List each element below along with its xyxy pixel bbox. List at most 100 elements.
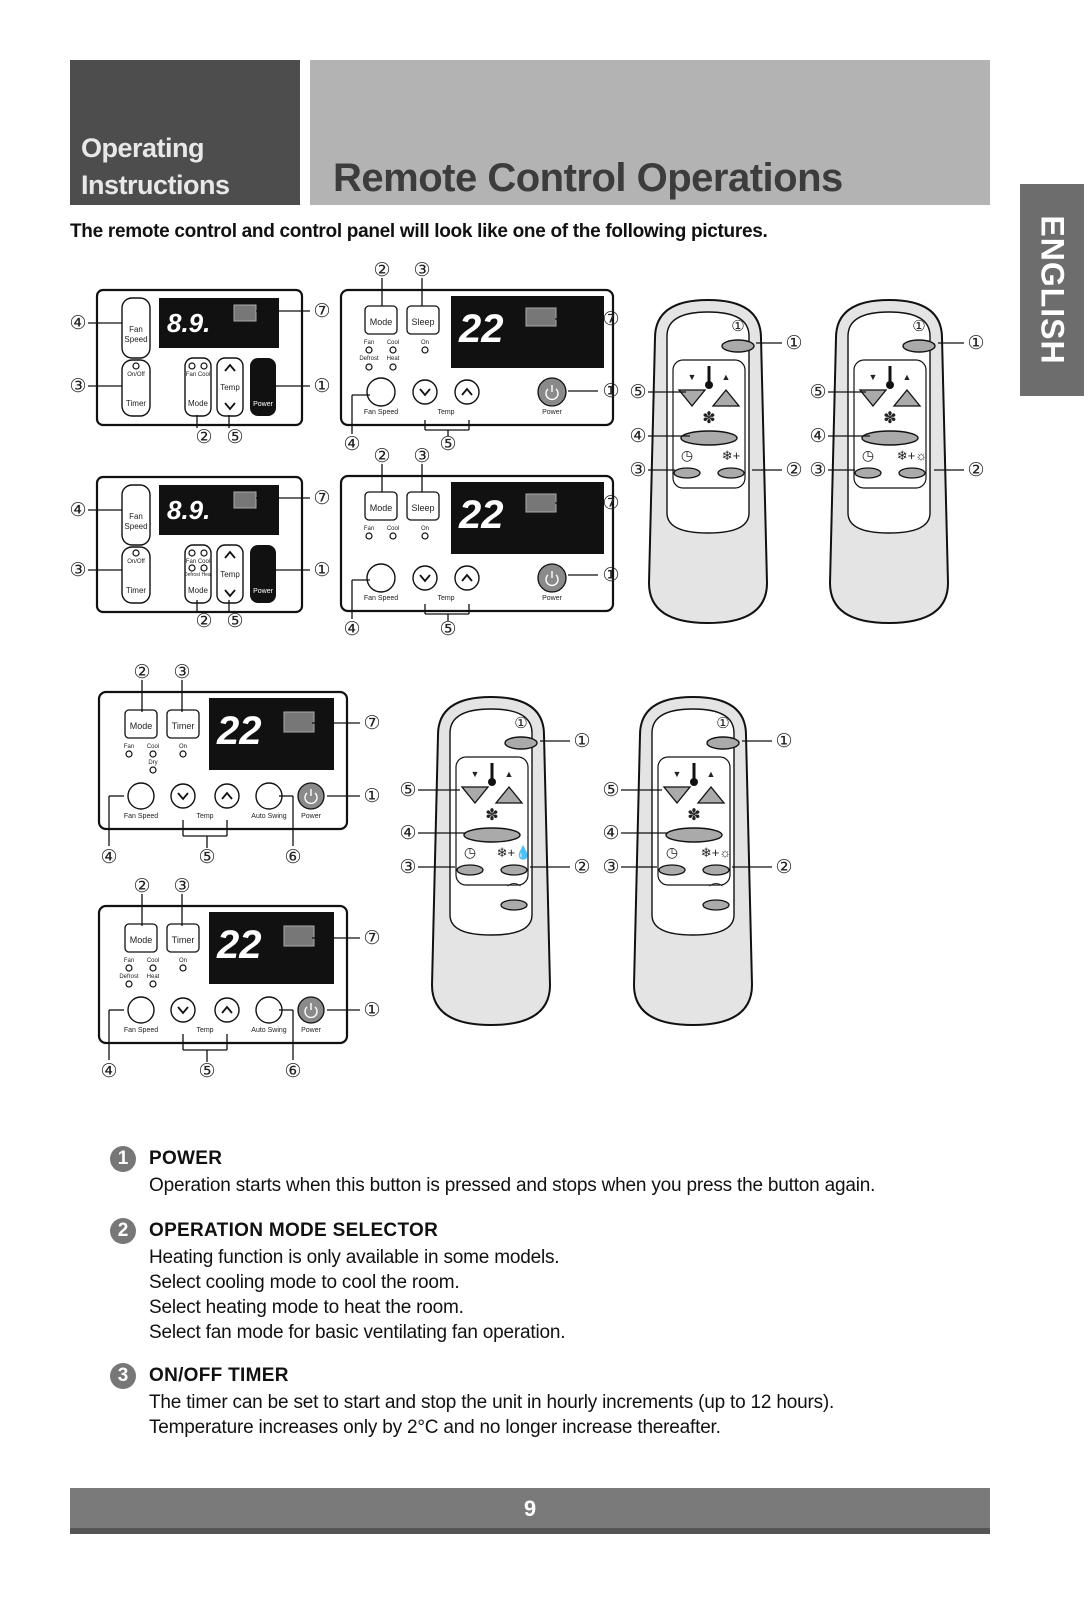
callout-5: ⑤ xyxy=(602,780,619,801)
callout-2: ② xyxy=(775,857,792,878)
callout-2: ② xyxy=(133,662,150,683)
indicator-led xyxy=(179,750,187,758)
body-line: Select heating mode to heat the room. xyxy=(149,1297,464,1318)
indicator-led xyxy=(389,363,397,371)
mode-button xyxy=(364,305,398,335)
timer-label: Timer xyxy=(126,399,146,408)
indicator-led xyxy=(200,549,208,557)
indicator-led xyxy=(421,532,429,540)
power-icon xyxy=(545,388,559,401)
temp-buttons xyxy=(216,357,244,417)
indicator-led xyxy=(132,549,140,557)
thermometer-bulb xyxy=(690,778,698,786)
mode-button xyxy=(124,923,158,953)
sensor-window xyxy=(233,491,257,509)
indicator-led xyxy=(149,750,157,758)
swing-icon: ⌒ xyxy=(709,882,723,898)
cool-led-label: Cool xyxy=(147,744,159,750)
fan-led-label: Fan xyxy=(124,958,134,964)
fan-icon: ✽ xyxy=(883,410,896,427)
temp-up-button xyxy=(711,388,741,407)
mode-leds-label: Defrost Heat xyxy=(184,572,213,578)
section-line-2: Instructions xyxy=(81,170,230,200)
chevron-up-icon xyxy=(461,573,473,582)
temp-down-button xyxy=(170,997,196,1023)
sleep-label: Sleep xyxy=(411,317,434,327)
mode-leds-label: Fan Cool xyxy=(186,372,210,378)
body-line: Operation starts when this button is pre… xyxy=(149,1175,876,1196)
callout-1: ① xyxy=(573,731,590,752)
swing-button xyxy=(500,899,528,911)
temp-up-button xyxy=(454,565,480,591)
temp-up-button xyxy=(454,379,480,405)
timer-icon: ◷ xyxy=(464,844,476,860)
indicator-led xyxy=(179,964,187,972)
fan-led-label: Fan xyxy=(364,526,374,532)
callout-1: ① xyxy=(363,1000,380,1021)
section-number-badge: 3 xyxy=(110,1363,136,1389)
section-title: POWER xyxy=(149,1148,223,1169)
mode-label: Mode xyxy=(188,586,209,595)
callout-5: ⑤ xyxy=(399,780,416,801)
mode-button xyxy=(702,864,730,876)
callout-7: ⑦ xyxy=(363,928,380,949)
display-digits: 22 xyxy=(458,493,504,537)
temp-down-button xyxy=(858,389,888,408)
chevron-down-icon xyxy=(224,589,236,598)
body-line: The timer can be set to start and stop t… xyxy=(149,1392,835,1413)
display-digits: 8.9. xyxy=(167,495,210,525)
callout-5: ⑤ xyxy=(198,1061,215,1082)
callout-4: ④ xyxy=(69,313,86,334)
temp-up-icon: ▲ xyxy=(505,769,514,779)
callout-3: ③ xyxy=(69,376,86,397)
thermometer-bulb xyxy=(488,778,496,786)
mode-label: Mode xyxy=(370,503,393,513)
callout-5: ⑤ xyxy=(439,619,456,640)
remote-control: ①▼▲✽◷❄+☼⌒ xyxy=(632,695,754,1027)
callout-7: ⑦ xyxy=(602,309,619,330)
timer-button xyxy=(121,546,151,604)
indicator-led xyxy=(200,564,208,572)
remote-control: ①▼▲✽◷❄+☼ xyxy=(828,298,950,625)
display-panel xyxy=(209,912,334,984)
timer-label: Timer xyxy=(126,586,146,595)
callout-2: ② xyxy=(573,857,590,878)
auto-swing-button xyxy=(255,996,283,1024)
mode-label: Mode xyxy=(130,721,153,731)
temp-up-icon: ▲ xyxy=(707,769,716,779)
callout-5: ⑤ xyxy=(226,427,243,448)
section-line-1: Operating xyxy=(81,133,205,163)
callout-3: ③ xyxy=(399,857,416,878)
on-off-label: On/Off xyxy=(127,372,145,378)
temp-buttons xyxy=(216,544,244,604)
sensor-window xyxy=(283,925,315,947)
fan-icon: ✽ xyxy=(485,807,498,824)
fan-speed-label: Fan Speed xyxy=(364,595,398,602)
chevron-down-icon xyxy=(177,792,189,801)
sleep-label: Sleep xyxy=(411,503,434,513)
fan-speed-label: Speed xyxy=(124,522,147,531)
callout-3: ③ xyxy=(413,260,430,281)
fan-speed-button xyxy=(127,782,155,810)
body-line: Temperature increases only by 2°C and no… xyxy=(149,1417,721,1438)
body-line: Heating function is only available in so… xyxy=(149,1247,560,1268)
indicator-led xyxy=(132,362,140,370)
mode-leds-label: Fan Cool xyxy=(186,559,210,565)
indicator-led xyxy=(125,750,133,758)
indicator-led xyxy=(149,964,157,972)
remote-power-button xyxy=(706,736,740,750)
fan-speed-button xyxy=(121,484,151,546)
language-tab: ENGLISH xyxy=(1020,184,1084,396)
mode-button xyxy=(124,709,158,739)
chevron-up-icon xyxy=(224,550,236,559)
temp-down-button xyxy=(662,786,692,805)
indicator-led xyxy=(188,362,196,370)
display-digits: 22 xyxy=(458,307,504,351)
remote-power-button xyxy=(504,736,538,750)
mode-label: Mode xyxy=(130,935,153,945)
temp-up-icon: ▲ xyxy=(903,372,912,382)
mode-button xyxy=(364,491,398,521)
thermometer-bulb xyxy=(705,381,713,389)
